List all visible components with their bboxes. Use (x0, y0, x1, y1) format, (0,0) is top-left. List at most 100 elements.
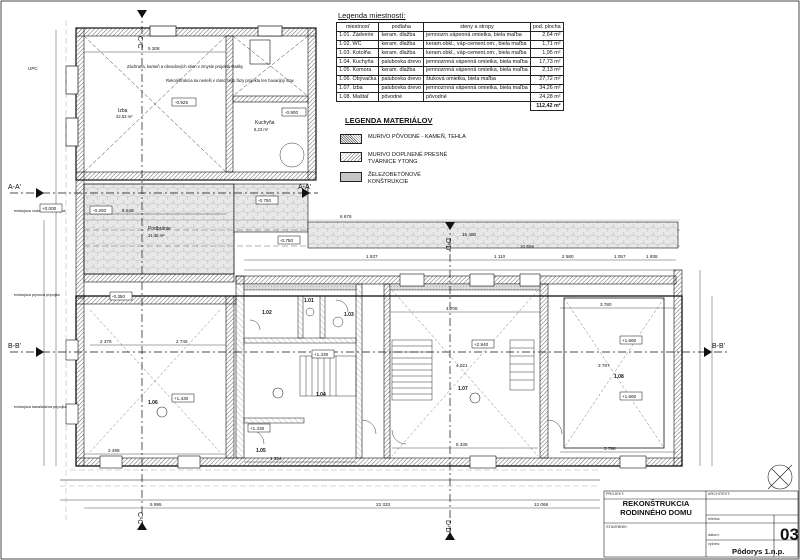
material-item: MURIVO DOPLNENÉ PRESNÉ TVÁRNICE YTONG (340, 152, 480, 166)
room-101-label: 1.01 (304, 298, 314, 304)
dim-2580: 2 580 (562, 254, 574, 259)
dim-1057: 1 057 (614, 254, 626, 259)
room-105-label: 1.05 (256, 448, 266, 454)
level-markers: -0.925 -0.900 -0.200 +0.000 -0.750 -0.75… (39, 97, 643, 433)
legend-cell: 1.01. Zádverie (335, 30, 380, 41)
tb-architect-label: ARCHITEKT: (708, 492, 731, 496)
legend-cell: palubovka drevo (378, 57, 425, 67)
tb-project-label: PROJEKT: (606, 492, 625, 496)
legend-header: pod. plocha (529, 22, 564, 32)
legend-header: miestnosť (335, 22, 380, 32)
room-kuchyna-area: 8,23 m² (254, 127, 269, 132)
room-legend-table: miestnosť podlaha steny a stropy pod. pl… (335, 22, 564, 111)
level-l10: +1.430 (250, 426, 265, 431)
level-l9: +1.430 (314, 352, 329, 357)
material-swatch-concrete (340, 172, 362, 182)
dim-2745: 2 745 (176, 339, 188, 344)
legend-header-row: miestnosť podlaha steny a stropy pod. pl… (335, 22, 564, 32)
dimension-texts: 5 308 5 548 6 676 15 480 10 656 2 376 2 … (100, 46, 658, 507)
legend-cell: 2,13 m² (529, 65, 564, 76)
note-plyn: existujúca plynová prípojka (14, 293, 60, 297)
section-cc-top-label: C-C' (136, 36, 143, 50)
material-swatch-original (340, 134, 362, 144)
level-l12: +1.660 (622, 338, 637, 343)
note-rekonstrukcia: Rekonštrukcia sa nerieši v rámci tejto f… (166, 78, 295, 83)
level-l11: +2.940 (474, 342, 489, 347)
dimension-lines (43, 30, 713, 509)
dim-2498: 2 498 (108, 448, 120, 453)
dim-4021: 4 021 (456, 363, 468, 368)
note-zachrana-text: Záchrana, kameň a obvodových stien v zmy… (127, 64, 244, 69)
dim-10656: 10 656 (520, 244, 534, 249)
dim-3780: 3 780 (600, 302, 612, 307)
legend-cell: keram. dlažba (378, 65, 425, 76)
dim-15480: 15 480 (462, 232, 476, 237)
dim-5995: 5 995 (150, 502, 162, 507)
dim-2376: 2 376 (100, 339, 112, 344)
legend-cell: 2,64 m² (529, 30, 564, 41)
dim-1324: 1 324 (270, 456, 282, 461)
legend-cell: jemnozrnná vápenná omietka, biela maľba (423, 83, 531, 94)
level-l1: -0.925 (175, 100, 188, 105)
legend-cell: štuková omietka, biela maľba (423, 74, 531, 85)
section-bb-left-label: B-B' (8, 343, 21, 350)
legend-cell: 1.04. Kuchyňa (335, 57, 380, 67)
section-dd-top-label: D-D' (444, 238, 451, 252)
legend-cell: pôvodné (423, 92, 531, 103)
sheet-number: 03 (780, 525, 799, 544)
legend-cell: palubovka drevo (378, 74, 425, 85)
note-rekonstrukcia-text: Rekonštrukcia sa nerieši v rámci tejto f… (166, 78, 295, 83)
level-l2: -0.900 (285, 110, 298, 115)
legend-cell: 1.08. Maštaľ (335, 92, 380, 103)
material-label: MURIVO DOPLNENÉ PRESNÉ TVÁRNICE YTONG (368, 152, 448, 165)
legend-cell: 27,72 m² (529, 74, 564, 85)
room-102-label: 1.02 (262, 310, 272, 316)
legend-cell: jemnozrn.vápenná omietka, biela maľba (423, 30, 531, 41)
project-title: REKONŠTRUKCIA RODINNÉHO DOMU (620, 499, 692, 517)
note-kanal: existujúca kanalizačná prípojka (14, 405, 67, 409)
material-label: MURIVO PÔVODNÉ - KAMEŇ, TEHLA (368, 134, 466, 140)
material-item: MURIVO PÔVODNÉ - KAMEŇ, TEHLA (340, 134, 480, 144)
legend-cell: 1.05. Komora (335, 65, 380, 76)
dim-5339: 5 339 (456, 442, 468, 447)
dim-3798: 3 798 (604, 446, 616, 451)
section-cc-bottom-label: C-C' (136, 512, 143, 526)
legend-cell: 1.07. Izba (335, 83, 380, 94)
dim-1537: 1 537 (366, 254, 378, 259)
section-aa-right-label: A-A' (298, 184, 311, 191)
materials-legend-title: LEGENDA MATERIÁLOV (345, 116, 433, 125)
title-block: PROJEKT: ARCHITEKT: REKONŠTRUKCIA RODINN… (604, 491, 799, 557)
dim-4706: 4 706 (446, 306, 458, 311)
title-block-frame (603, 490, 799, 558)
legend-cell: 1.06. Obývačka (335, 74, 380, 85)
tb-sheet-label: výkres: (708, 542, 721, 546)
room-108-label: 1.08 (614, 374, 624, 380)
note-zachrana: Záchrana, kameň a obvodových stien v zmy… (127, 64, 244, 69)
legend-cell: keram. dlažba (378, 30, 425, 41)
dim-1938: 1 938 (646, 254, 658, 259)
legend-cell: 24,28 m² (529, 92, 564, 103)
dim-5548: 5 548 (122, 208, 134, 213)
level-l5: -0.750 (258, 198, 271, 203)
drawing-caption: Pôdorys 1.n.p. (732, 547, 785, 556)
room-104-label: 1.04 (316, 392, 326, 398)
level-l7: -0.350 (112, 294, 125, 299)
level-l3: -0.200 (93, 208, 106, 213)
legend-cell: 1,95 m² (529, 48, 564, 59)
legend-cell: keram. dlažba (378, 39, 425, 50)
room-izba-name: Izba (118, 108, 128, 114)
legend-cell: pôvodné (378, 92, 425, 103)
legend-cell: 1.03. Kotolňa (335, 48, 380, 59)
note-upc: UPC (28, 66, 38, 71)
dim-5308: 5 308 (148, 46, 160, 51)
material-swatch-ytong (340, 152, 362, 162)
tb-scale-label: mierka: (708, 517, 721, 521)
legend-cell: keram.obkl., váp-cement.om., biela maľba (423, 39, 531, 50)
